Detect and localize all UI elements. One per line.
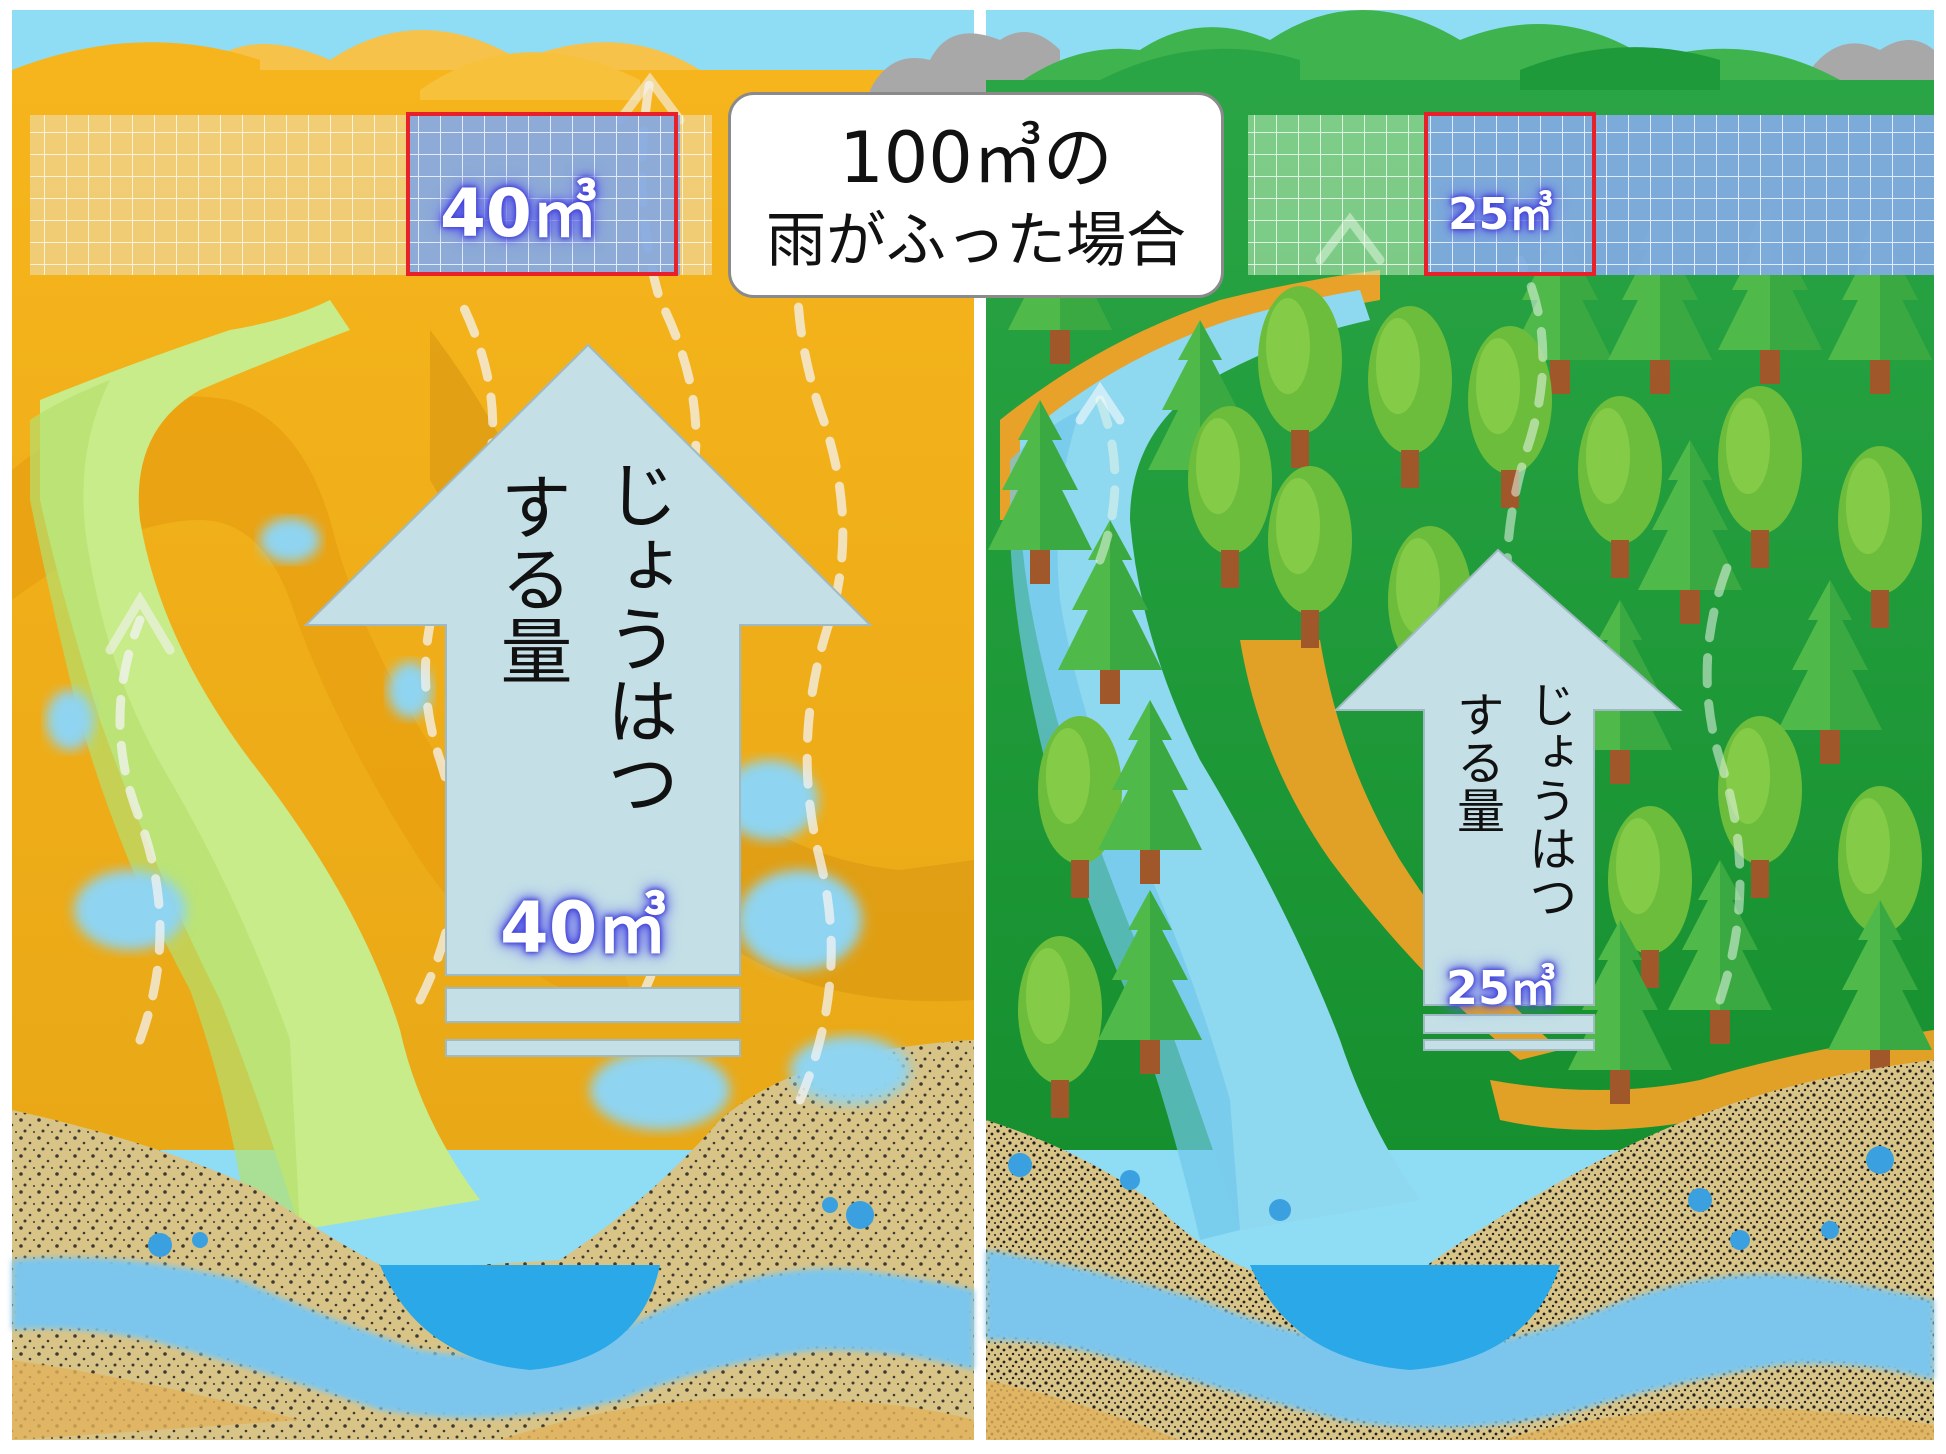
title-line-1: 100㎥の (839, 117, 1113, 199)
left-grid-amount: 40㎥ (440, 175, 598, 252)
right-arrow-amount: 25㎥ (1446, 961, 1557, 1015)
right-arrow-label-evaporation: じょうはつ (1520, 680, 1576, 920)
left-highlight-box (406, 112, 678, 276)
right-grid-amount: 25㎥ (1448, 189, 1554, 240)
right-highlight-box (1424, 112, 1596, 276)
title-box: 100㎥の 雨がふった場合 (728, 92, 1224, 298)
left-arrow-label-amount-word: する量 (488, 470, 572, 686)
left-arrow-label-evaporation: じょうはつ (594, 458, 678, 818)
right-arrow-label-amount-word: する量 (1448, 690, 1504, 834)
title-line-2: 雨がふった場合 (766, 206, 1186, 276)
left-arrow-amount: 40㎥ (500, 887, 668, 969)
